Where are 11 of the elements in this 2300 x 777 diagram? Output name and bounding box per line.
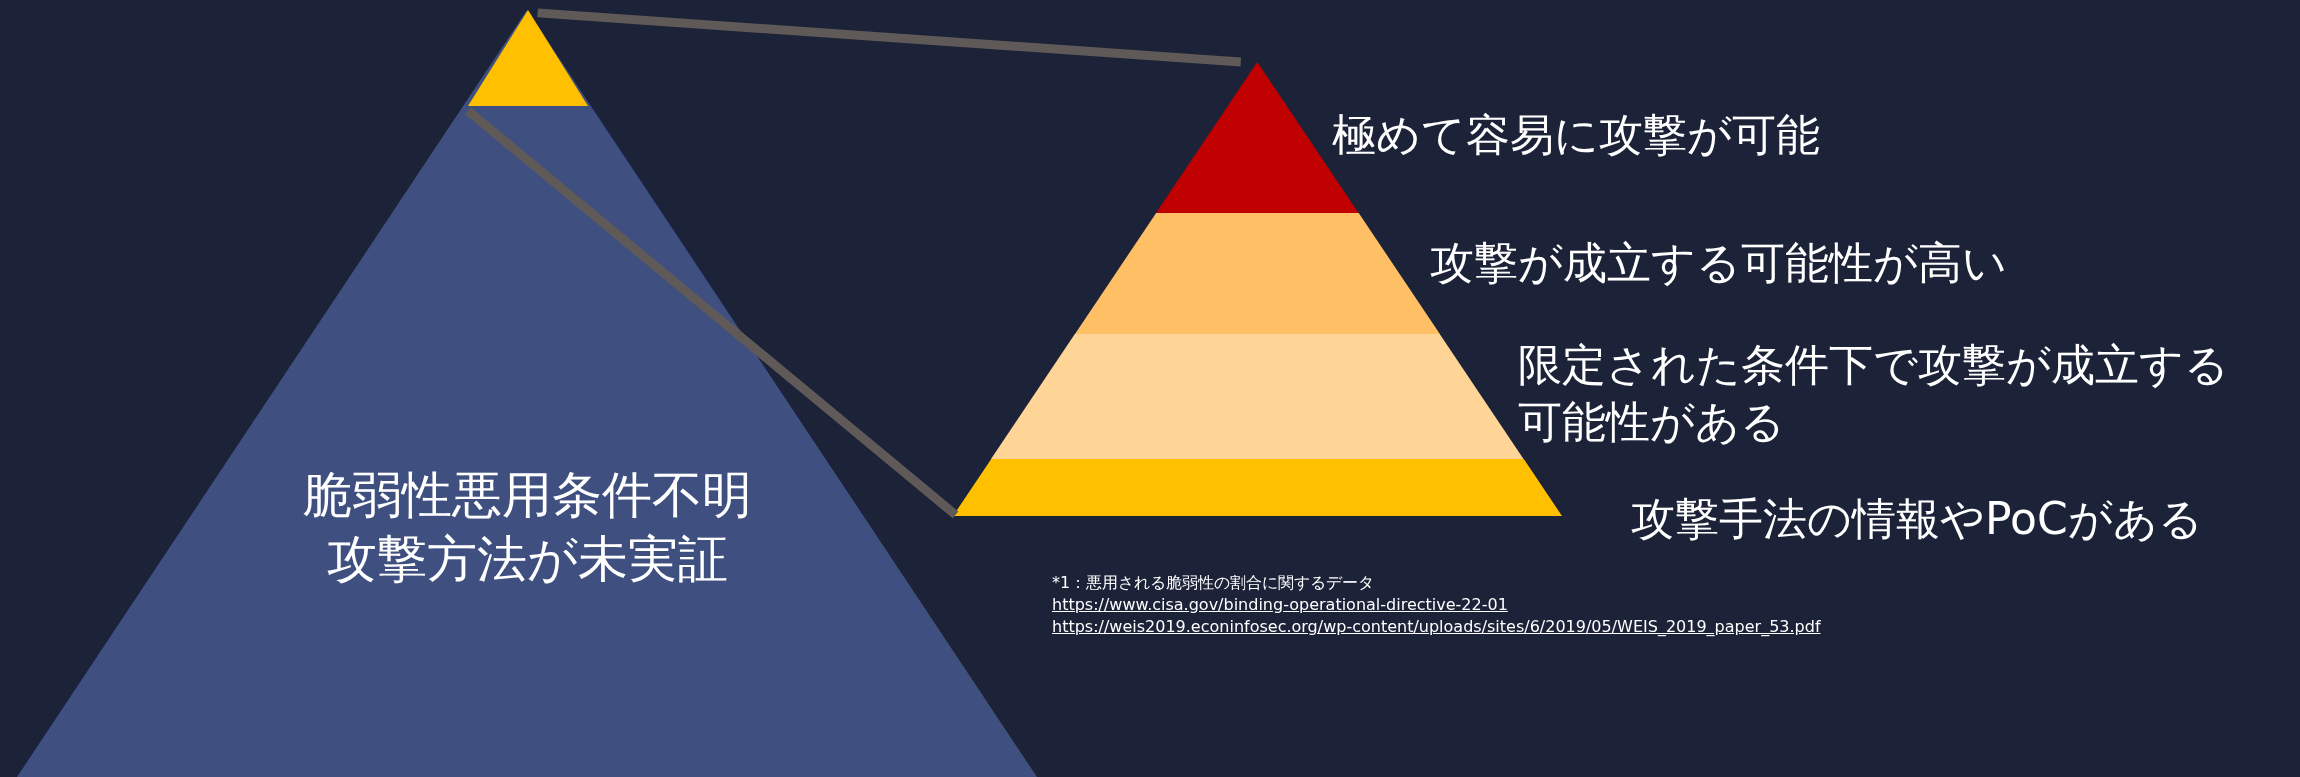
pyramid-text: 脆弱性悪用条件不明 (301, 465, 753, 525)
reference-link: https://weis2019.econinfosec.org/wp-content/uploads/sites/6/2019/05/WEIS_2019_paper_53.pdf (1052, 616, 1821, 638)
level-description: 攻撃が成立する可能性が高い (1430, 236, 2007, 290)
footnote: *1：悪用される脆弱性の割合に関するデータ (1052, 572, 1376, 594)
level-description: 攻撃手法の情報やPoCがある (1631, 492, 2203, 546)
level-description: 極めて容易に攻撃が可能 (1332, 108, 1820, 162)
reference-link: https://www.cisa.gov/binding-operational-directive-22-01 (1052, 594, 1509, 616)
zoom-line (537, 8, 1242, 67)
pyramid-text: 攻撃方法が未実証 (325, 529, 729, 589)
zoom-line (465, 107, 959, 519)
level-description: 限定された条件下で攻撃が成立する可能性がある (1518, 338, 2230, 450)
